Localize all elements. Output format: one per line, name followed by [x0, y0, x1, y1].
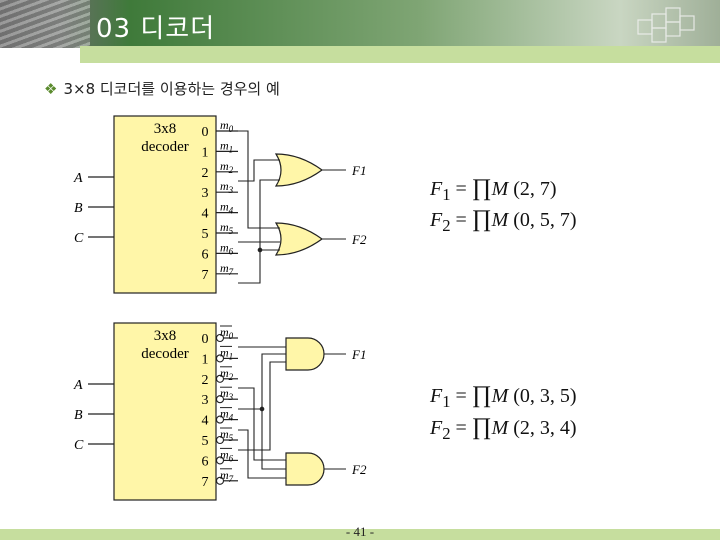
product-icon: ∏ [471, 175, 492, 201]
output-index: 3 [202, 186, 209, 201]
output-index: 4 [202, 414, 209, 429]
minterm-label: m1 [220, 345, 233, 361]
output-index: 7 [202, 475, 209, 490]
minterm-label: m0 [220, 118, 234, 134]
or-gate-2 [274, 222, 324, 256]
output-index: 5 [202, 434, 209, 449]
output-index: 3 [202, 393, 209, 408]
header-accent-bar [80, 46, 720, 63]
bullet-line: ❖ 3×8 디코더를 이용하는 경우의 예 [44, 78, 280, 99]
minterm-label: m1 [220, 138, 233, 154]
slide-header: 03 디코더 [0, 0, 720, 48]
footer-bar [0, 529, 720, 540]
product-icon: ∏ [471, 382, 492, 408]
output-index: 6 [202, 454, 209, 469]
decoder-box [113, 322, 217, 501]
formula-d2-f2: F2 = ∏M (2, 3, 4) [430, 414, 577, 443]
minterm-label: m2 [220, 159, 234, 175]
input-label: C [74, 438, 84, 453]
output-index: 6 [202, 247, 209, 262]
minterm-label: m3 [220, 179, 234, 195]
slide-title: 03 디코더 [96, 14, 216, 44]
minterm-label: m4 [220, 407, 234, 423]
minterm-label: m7 [220, 468, 234, 484]
diamond-bullet-icon: ❖ [44, 80, 58, 98]
formula-d1-f1: F1 = ∏M (2, 7) [430, 175, 557, 204]
wiring-1 [238, 130, 346, 284]
output-index: 1 [202, 352, 209, 367]
minterm-label: m7 [220, 261, 234, 277]
minterm-label: m2 [220, 366, 234, 382]
minterm-label: m6 [220, 447, 234, 463]
product-icon: ∏ [471, 414, 492, 440]
minterm-label: m4 [220, 200, 234, 216]
input-label: A [73, 171, 83, 186]
input-label: A [73, 378, 83, 393]
minterm-label: m5 [220, 427, 234, 443]
decoder-label-name: decoder [141, 346, 188, 362]
cube-logo-icon [637, 7, 695, 43]
formula-d2-f1: F1 = ∏M (0, 3, 5) [430, 382, 577, 411]
output-index: 2 [202, 166, 209, 181]
bullet-text: 3×8 디코더를 이용하는 경우의 예 [63, 80, 280, 98]
output-index: 5 [202, 227, 209, 242]
output-index: 0 [202, 125, 209, 140]
gate-output-f2: F2 [351, 232, 367, 247]
gate-output-f1: F1 [351, 347, 366, 362]
decoder-label-size: 3x8 [154, 328, 177, 344]
and-gate-1 [285, 337, 325, 371]
wiring-2 [238, 346, 346, 479]
formula-d1-f2: F2 = ∏M (0, 5, 7) [430, 206, 577, 235]
minterm-label: m5 [220, 220, 234, 236]
gate-output-f1: F1 [351, 163, 366, 178]
minterm-label: m3 [220, 386, 234, 402]
product-icon: ∏ [471, 206, 492, 232]
output-index: 2 [202, 373, 209, 388]
decoder-label-name: decoder [141, 139, 188, 155]
header-photo-art [0, 0, 90, 48]
output-index: 7 [202, 268, 209, 283]
and-gate-2 [285, 452, 325, 486]
output-index: 4 [202, 207, 209, 222]
page-number: - 41 - [345, 524, 375, 539]
decoder-label-size: 3x8 [154, 121, 177, 137]
decoder-box [113, 115, 217, 294]
input-label: B [74, 408, 83, 423]
input-label: B [74, 201, 83, 216]
gate-output-f2: F2 [351, 462, 367, 477]
output-index: 1 [202, 145, 209, 160]
minterm-label: m6 [220, 240, 234, 256]
output-index: 0 [202, 332, 209, 347]
minterm-label: m0 [220, 325, 234, 341]
or-gate-1 [274, 153, 324, 187]
input-label: C [74, 231, 84, 246]
